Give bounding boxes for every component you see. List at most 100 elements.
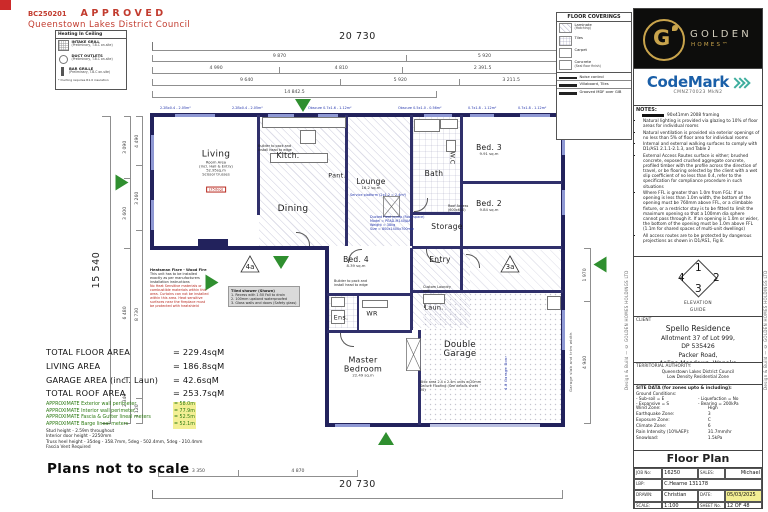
wall-pantry-lounge [345,115,348,246]
site-data-row: Snowload:1.5kPa [636,435,723,441]
site-data-box: SITE DATA (for zones upto & including): … [633,384,763,452]
window-label: 2.2Bx0.4 - 2.05m² [232,106,263,110]
window-label: 0.7x1.8 - 1.12m² [468,106,497,110]
fascia-vent-note: Fascia Vent Required [46,445,91,451]
copyright-strip: Design & Build — © GOLDEN HOMES HOLDINGS… [763,270,768,390]
legend-grooved-mdf: Grooved MDF over GIB [557,89,631,96]
sales-label: SALES: [697,468,725,480]
fridge-space [300,130,316,144]
logo-letter: G [653,26,671,50]
brand-name: GOLDEN [690,29,752,40]
legend-item-bar-grille: BAR GRILLE (Preliminary, T.B.C on-site) [56,66,126,77]
notes-list: Natural lighting is provided via glazing… [634,119,762,244]
window-label: Obscure 0.7x1.6 - 1.12m² [308,106,352,110]
legend-item-duct-outlets: DUCT OUTLETS (Preliminary, T.B.C on-site… [56,52,126,65]
elevation-3: 3 [695,283,702,295]
dim-top-row2: 9 870 5 920 [152,54,563,62]
note-item: Natural ventilation is provided via exte… [643,131,760,141]
garage-door-note: 4.8 Garage Door [504,355,508,390]
section-marker-icon [273,256,289,269]
heating-legend: Heating In Ceiling INTAKE GRILL (Prelimi… [55,30,127,90]
dining-kitchen-floor [259,117,411,246]
legend-concrete: Concrete (Seal floor finish) [557,59,631,74]
concrete-swatch-icon [559,60,572,71]
wall-left [150,113,154,250]
noise-control-wall-icon [559,76,577,80]
kitchen-bench [262,117,346,128]
stud-height-note: Stud height - 2.59m throughout [46,428,115,434]
laminate-note: (Hatching) [574,26,591,31]
wall-bed4-entry [410,248,413,330]
wood-fire-hearth [198,239,228,247]
ground-row: - Expansive = S- Bearing = 200kPa [636,400,739,406]
sheet-no-value: 12 OF 48 [724,501,762,508]
date-label: DATE: [697,490,725,502]
legend-item-intake-grill: INTAKE GRILL (Preliminary, T.B.C on-site… [56,39,126,52]
codemark-badge: CodeMark CMNZ70023 MkN2 [633,68,763,107]
note-item: External Access Routes surface is either… [643,154,760,190]
window [424,113,452,117]
door-height-note: Interior door height - 2250mm [46,434,112,440]
duct-outlets-label: DUCT OUTLETS [71,53,103,58]
wall-bath-beds [460,115,463,246]
section-marker-icon [378,432,394,445]
section-marker-icon [593,256,607,273]
toilet [446,140,456,152]
consent-number: BC250201 [28,10,67,18]
wall-ens-master [327,330,412,333]
grooved-mdf-label: Grooved MDF over GIB [579,90,622,95]
approval-stamp: BC250201 APPROVED Queenstown Lakes Distr… [28,8,190,30]
tiled-shower-note: Tiled shower (Shown) 1. Recess with 1:50… [228,286,300,308]
scale-label: SCALE: [634,501,663,508]
not-to-scale-note: Plans not to scale [47,461,190,477]
territorial-box: TERRITORIAL AUTHORITY: Queenstown Lakes … [633,362,763,386]
territorial-header: TERRITORIAL AUTHORITY: [636,363,692,369]
wall-entry-porch [460,248,463,292]
window [561,190,565,215]
ground-row: - Sub-soil = E- Liquefaction = No [636,395,739,401]
wall-garage-top [412,290,563,293]
sheet-no-label: SHEET No. [697,501,725,508]
tiles-label: Tiles [574,35,583,40]
svg-text:4a: 4a [246,263,255,271]
sheet-title: Floor Plan [666,452,730,465]
concrete-note: (Seal floor finish) [574,63,601,68]
note-item: Internal and external walking surfaces t… [643,142,760,152]
scale-value: 1:100 [662,501,698,508]
note-item: Natural lighting is provided via glazing… [643,119,760,129]
legend-noise-control: Noise control [557,73,631,82]
wall-bed3-bed2 [462,181,562,184]
wall-bath-storage [412,212,462,215]
roof-access-note: Roof Access (600x600) [448,204,469,213]
wood-fire-note: Heatsman Flare - Wood Fire This unit has… [150,268,209,309]
ensuite-shower [331,310,345,324]
note-item: Where FFL is greater than 1.0m from FGL:… [643,191,760,232]
codemark-number: CMNZ70023 MkN2 [673,90,723,95]
int-perimeter-row: APPROXIMATE Interior wall perimeter= 77.… [46,408,196,416]
logo-leaf-icon [672,25,678,31]
golden-homes-logo: G GOLDEN HOMES™ [633,8,763,70]
detail-marker-4a: 4a [240,255,260,273]
kitchen-island [270,153,328,163]
living-area-row: LIVING AREA= 186.8sqM [46,360,225,371]
site-data-row: Wind Zone:High [636,405,718,411]
wall-beds-porch [412,246,562,249]
carpet-label: Carpet [574,47,587,52]
intake-grill-label: INTAKE GRILL [71,40,100,45]
room-living: Living Room Area (incl. Hall & Entry) 52… [199,149,233,193]
bath-floor [413,117,460,212]
wall-top [150,113,565,117]
notes-box: NOTES: 90x41mm 2008 framing Natural ligh… [633,105,763,258]
drawn-value: Christian [662,490,698,502]
room-bath: Bath [424,168,444,178]
total-floor-area-row: TOTAL FLOOR AREA= 229.4sqM [46,347,225,357]
notes-title: NOTES: [636,107,657,113]
ensuite-vanity [331,297,345,307]
window-label: Obscure 0.5x1.0 - 0.56m² [398,106,442,110]
room-kitchen: Kitch. [276,150,300,160]
intake-grill-note: (Preliminary, T.B.C on-site) [71,43,113,48]
dim-right-chain: 4 940 1 970 [583,248,591,424]
sales-value: Michael [724,468,762,480]
laminate-swatch-icon [559,23,572,34]
service-platform-glyph [383,196,400,217]
